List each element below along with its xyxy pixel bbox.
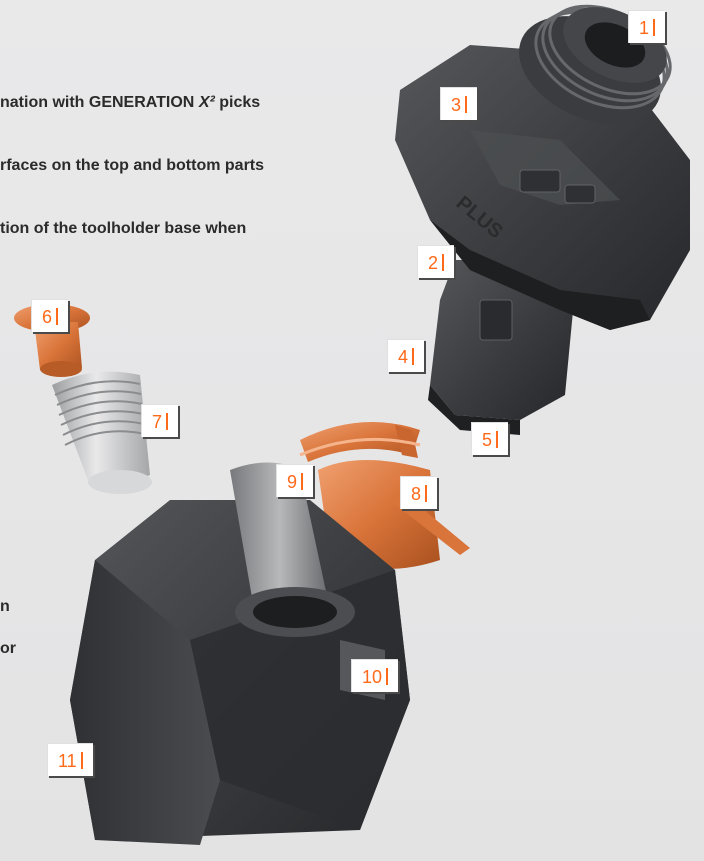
callout-label-1: 1 — [628, 10, 665, 43]
callout-label-9: 9 — [276, 464, 313, 497]
callout-label-2: 2 — [417, 245, 454, 278]
callout-label-3: 3 — [440, 87, 477, 120]
callout-label-7: 7 — [141, 404, 178, 437]
pick-assembly: PLUS — [395, 0, 690, 435]
pick-stamp-mark — [480, 300, 512, 340]
pick-wear-marker-2 — [565, 185, 595, 203]
feature-text-line-4: n — [0, 598, 10, 616]
feature-text-line-1: nation with GENERATION X² picks — [0, 94, 260, 112]
callout-label-5: 5 — [471, 422, 508, 455]
threaded-sleeve-part-7 — [52, 372, 152, 494]
pick-wear-marker-1 — [520, 170, 560, 192]
callout-label-4: 4 — [387, 339, 424, 372]
callout-label-11: 11 — [47, 743, 93, 776]
feature-text-line-2: rfaces on the top and bottom parts — [0, 157, 264, 175]
callout-label-8: 8 — [400, 476, 437, 509]
callout-label-6: 6 — [31, 299, 68, 332]
callout-label-10: 10 — [351, 659, 398, 692]
feature-text-line-5: or — [0, 640, 16, 658]
feature-text-line-3: tion of the toolholder base when — [0, 220, 246, 238]
